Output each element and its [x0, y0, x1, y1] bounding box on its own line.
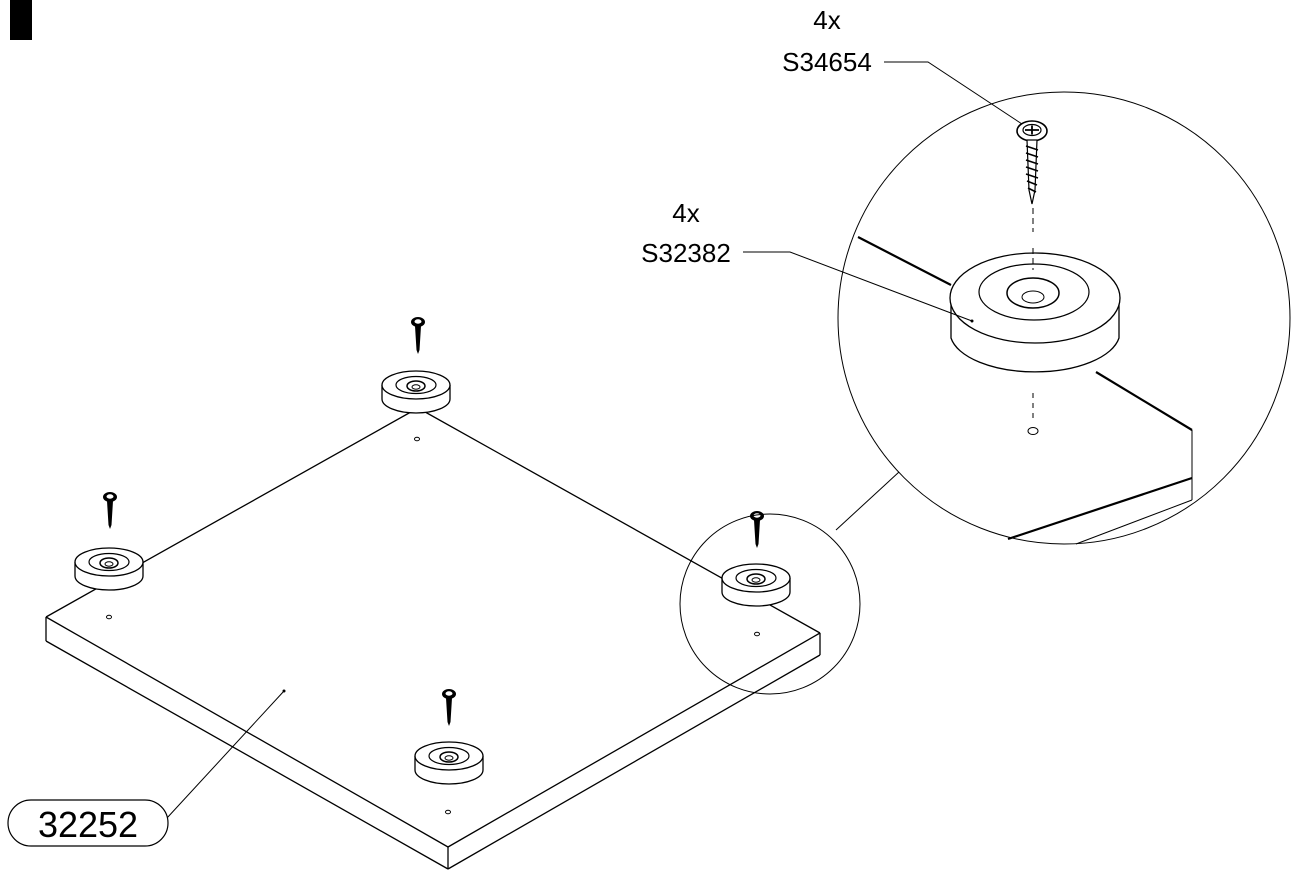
foot-pad-back [381, 370, 451, 414]
foot-pad-left [74, 547, 144, 591]
detail-circle-small [679, 513, 861, 695]
screw-back [411, 317, 425, 354]
screw-left [103, 492, 117, 529]
detail-circle-large [837, 91, 1291, 545]
foot-part-label: S32382 [641, 238, 731, 268]
leader-screw [884, 61, 1023, 125]
screw-right [750, 511, 764, 548]
foot-qty-label: 4x [672, 198, 699, 228]
corner-mark [10, 0, 32, 40]
foot-pad-front [414, 741, 484, 785]
board-part-label: 32252 [38, 804, 138, 845]
screw-front [442, 689, 456, 726]
detail-connector [835, 471, 900, 531]
leader-foot [743, 251, 973, 322]
board-panel [45, 407, 821, 870]
board-part-badge [7, 799, 169, 847]
screw-part-label: S34654 [782, 47, 872, 77]
foot-pad-right [721, 563, 791, 607]
leader-board [166, 690, 285, 819]
screw-qty-label: 4x [813, 5, 840, 35]
